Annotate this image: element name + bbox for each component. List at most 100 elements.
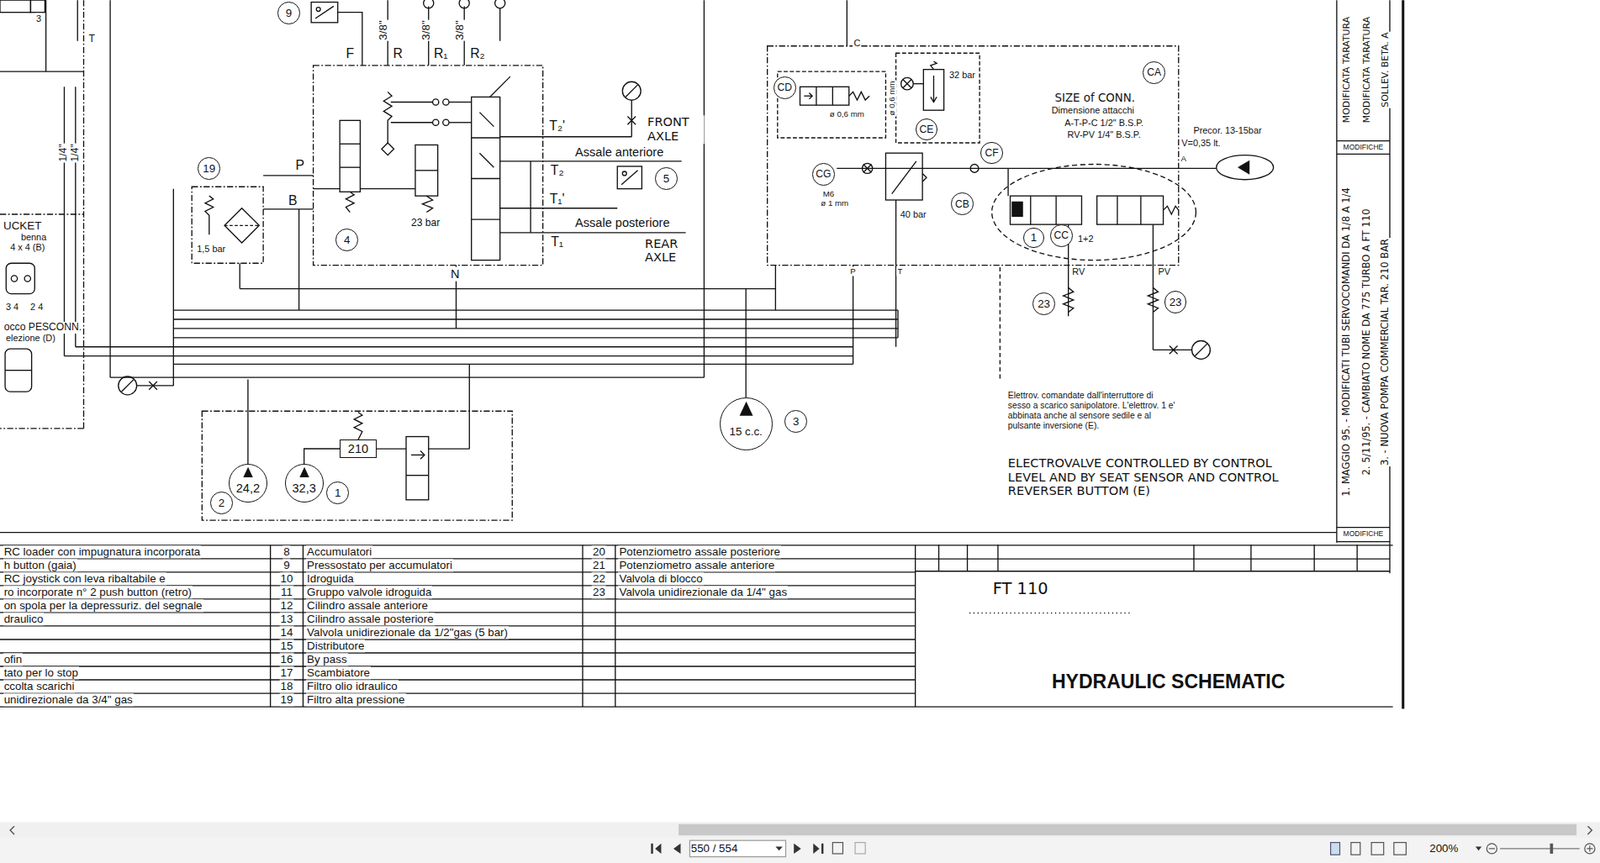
hydraulic-lines-part [1055,195,1057,225]
hydraulic-lines-part [433,119,439,126]
hydraulic-lines-part [205,195,214,235]
hydraulic-lines-part [499,8,501,42]
hydraulic-lines-part [775,265,777,311]
hydraulic-lines-part [471,178,501,180]
hydraulic-lines-part [897,310,898,338]
hydraulic-lines-part [846,0,848,47]
node-text: 2 [218,497,225,509]
pump-triangle-shape [739,401,753,417]
callout-number: 23 [1164,290,1188,314]
part-label: T [896,266,903,276]
viewer-chrome-part [793,844,801,855]
table-cell: 18 [279,680,295,693]
callout-number: 1 [326,481,349,505]
hydraulic-lines-part [390,101,434,103]
part-label: Elettrov. comandate dall'interruttore di… [1007,390,1178,431]
table-cell: Cilindro assale posteriore [306,612,435,626]
hydraulic-lines-part [411,454,424,456]
hydraulic-lines-part [622,171,627,176]
viewer-chrome-part [654,844,661,855]
frame-lines-part [1401,0,1405,709]
hydraulic-connector [304,448,340,465]
hydraulic-lines-part [415,169,439,171]
hydraulic-lines-part [1008,168,1217,169]
hydraulic-lines-part [359,188,416,190]
hydraulic-lines-part [625,84,639,98]
table-cell: By pass [306,653,348,666]
hydraulic-lines-part [1238,161,1249,175]
hydraulic-lines-part [471,96,501,260]
hydraulic-lines-part [390,121,434,123]
part-label: A-T-P-C 1/2" B.S.P. [1063,116,1145,128]
hydraulic-lines-part [448,101,472,103]
table-cell: Filtro alta pressione [306,693,406,707]
callout-number: CC [1050,224,1073,248]
hydraulic-lines-part [1029,195,1031,225]
hydraulic-lines-part [353,411,363,440]
part-label: MODIFICATA TARATURA [1362,15,1373,123]
table-cell: ofin [3,653,24,666]
part-label: R₂ [469,46,486,62]
table-grid-part [914,545,916,708]
hydraulic-lines-part [311,2,338,23]
hydraulic-lines-part [930,61,937,70]
table-cell: 15 [279,639,295,653]
hydraulic-lines-part [479,112,494,127]
hydraulic-lines-part [803,95,813,97]
part-label: benna [20,231,48,243]
hydraulic-lines-part [173,309,898,311]
hydraulic-lines-part [406,437,429,501]
part-label: A [1180,154,1188,164]
hydraulic-lines-part [10,275,17,282]
table-cell: on spola per la depressuriz. del segnale [3,599,204,613]
part-label: SOLLEV. BETA. A [1380,31,1392,108]
table-grid-part [1250,544,1252,572]
part-label: SIZE of CONN. [1054,91,1136,105]
hydraulic-lines-part [849,91,870,101]
hydraulic-lines-part [420,451,425,460]
hydraulic-lines-part [263,208,313,210]
table-cell: tato per lo stop [3,666,80,680]
node-text: 1 [1030,232,1037,243]
part-label: ELECTROVALVE CONTROLLED BY CONTROL LEVEL… [1007,456,1310,499]
hydraulic-lines-part [529,161,531,233]
hydraulic-lines-part [622,81,641,101]
hydraulic-lines-part [895,200,897,266]
viewer-chrome-part [689,840,786,857]
part-label: ø 1 mm [819,198,850,208]
hydraulic-lines-part [901,77,914,90]
table-cell: Idroguida [306,572,355,586]
table-cell: 9 [282,559,291,572]
node-text: 1 [334,487,341,499]
hydraulic-lines-part [1169,346,1178,355]
hydraulic-lines-part [471,137,501,138]
hydraulic-lines-part [1169,346,1178,355]
hydraulic-lines-part [406,475,429,476]
hydraulic-lines-part [621,170,638,185]
part-label: B [287,193,299,209]
callout-number: 4 [335,228,359,252]
part-label: C [853,37,862,49]
hydraulic-lines-part [902,79,912,89]
part-label: 3/8" [377,20,391,42]
hydraulic-lines-part [815,86,817,106]
hydraulic-lines-part [0,70,85,72]
hydraulic-lines-part [415,144,439,196]
callout-number: 1 [1023,227,1044,249]
viewer-chrome-part [1371,843,1384,856]
part-label: MODIFICHE [1342,143,1385,153]
table-cell: 8 [282,545,291,559]
hydraulic-lines-part [745,289,747,399]
hydraulic-lines-part [339,166,360,168]
table-cell: Pressostato per accumulatori [306,559,454,572]
pump-symbol: 32,3 [285,464,324,503]
hydraulic-lines-part [923,69,944,111]
viewer-chrome-part [1587,826,1592,835]
part-label: T₂ [549,163,566,179]
node-text: 15 c.c. [729,426,763,438]
table-cell: 22 [591,572,607,586]
hydraulic-lines-part [471,218,501,220]
hydraulic-lines-part [75,346,175,348]
hydraulic-lines-part [109,0,111,378]
hydraulic-lines-part [173,346,853,348]
